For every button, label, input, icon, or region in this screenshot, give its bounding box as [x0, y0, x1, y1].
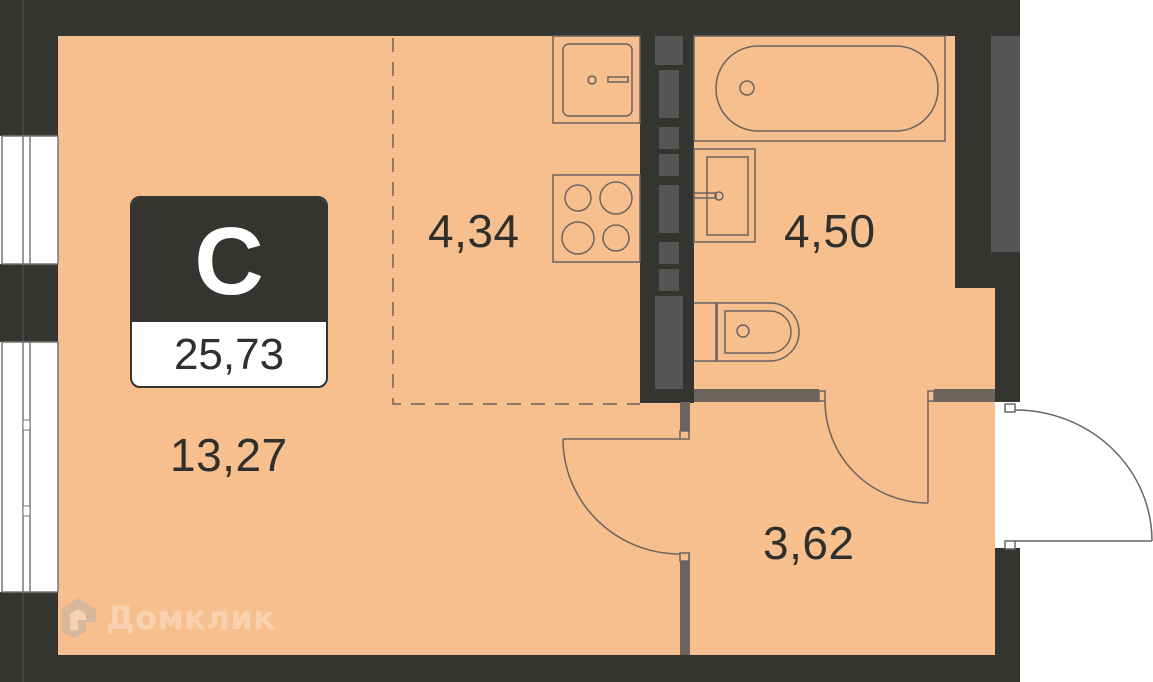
apartment-type-letter: С: [194, 208, 264, 315]
partition-bath-left: [694, 389, 819, 402]
bath-wall-right: [955, 36, 995, 288]
kitchen-zone-boundary: [392, 38, 640, 405]
kitchen-zone-area: 4,34: [428, 205, 520, 257]
partition-bath-right: [934, 389, 995, 402]
partition-hall-bottom: [680, 553, 690, 655]
bathroom-sink-icon: [693, 148, 756, 243]
door-bathroom: [818, 390, 935, 504]
partition-hall-top: [680, 402, 690, 432]
hallway-area: 3,62: [763, 517, 855, 569]
stove-icon: [552, 174, 641, 263]
badge-footer: 25,73: [132, 322, 326, 386]
watermark-brand: Домклик: [106, 599, 276, 637]
living-room-area: 13,27: [170, 429, 288, 481]
bathtub-icon: [693, 35, 946, 142]
apartment-type-badge: С 25,73: [130, 196, 328, 388]
entrance-door: [1004, 403, 1153, 550]
toilet-icon: [694, 302, 800, 362]
wall-left-top: [0, 0, 58, 136]
door-living-room: [562, 430, 690, 562]
bathroom-area: 4,50: [784, 205, 876, 257]
kitchen-sink-icon: [552, 35, 641, 124]
window-upper: [1, 135, 59, 265]
badge-header: С: [132, 198, 326, 322]
wall-left-mid: [0, 264, 58, 342]
total-area: 25,73: [173, 330, 285, 379]
wall-right-bottom: [995, 548, 1020, 682]
wall-bottom: [0, 655, 1020, 682]
wall-top: [0, 0, 1020, 36]
domclick-watermark: Домклик: [58, 596, 275, 640]
window-lower: [1, 341, 59, 593]
house-logo-icon: [62, 598, 96, 638]
